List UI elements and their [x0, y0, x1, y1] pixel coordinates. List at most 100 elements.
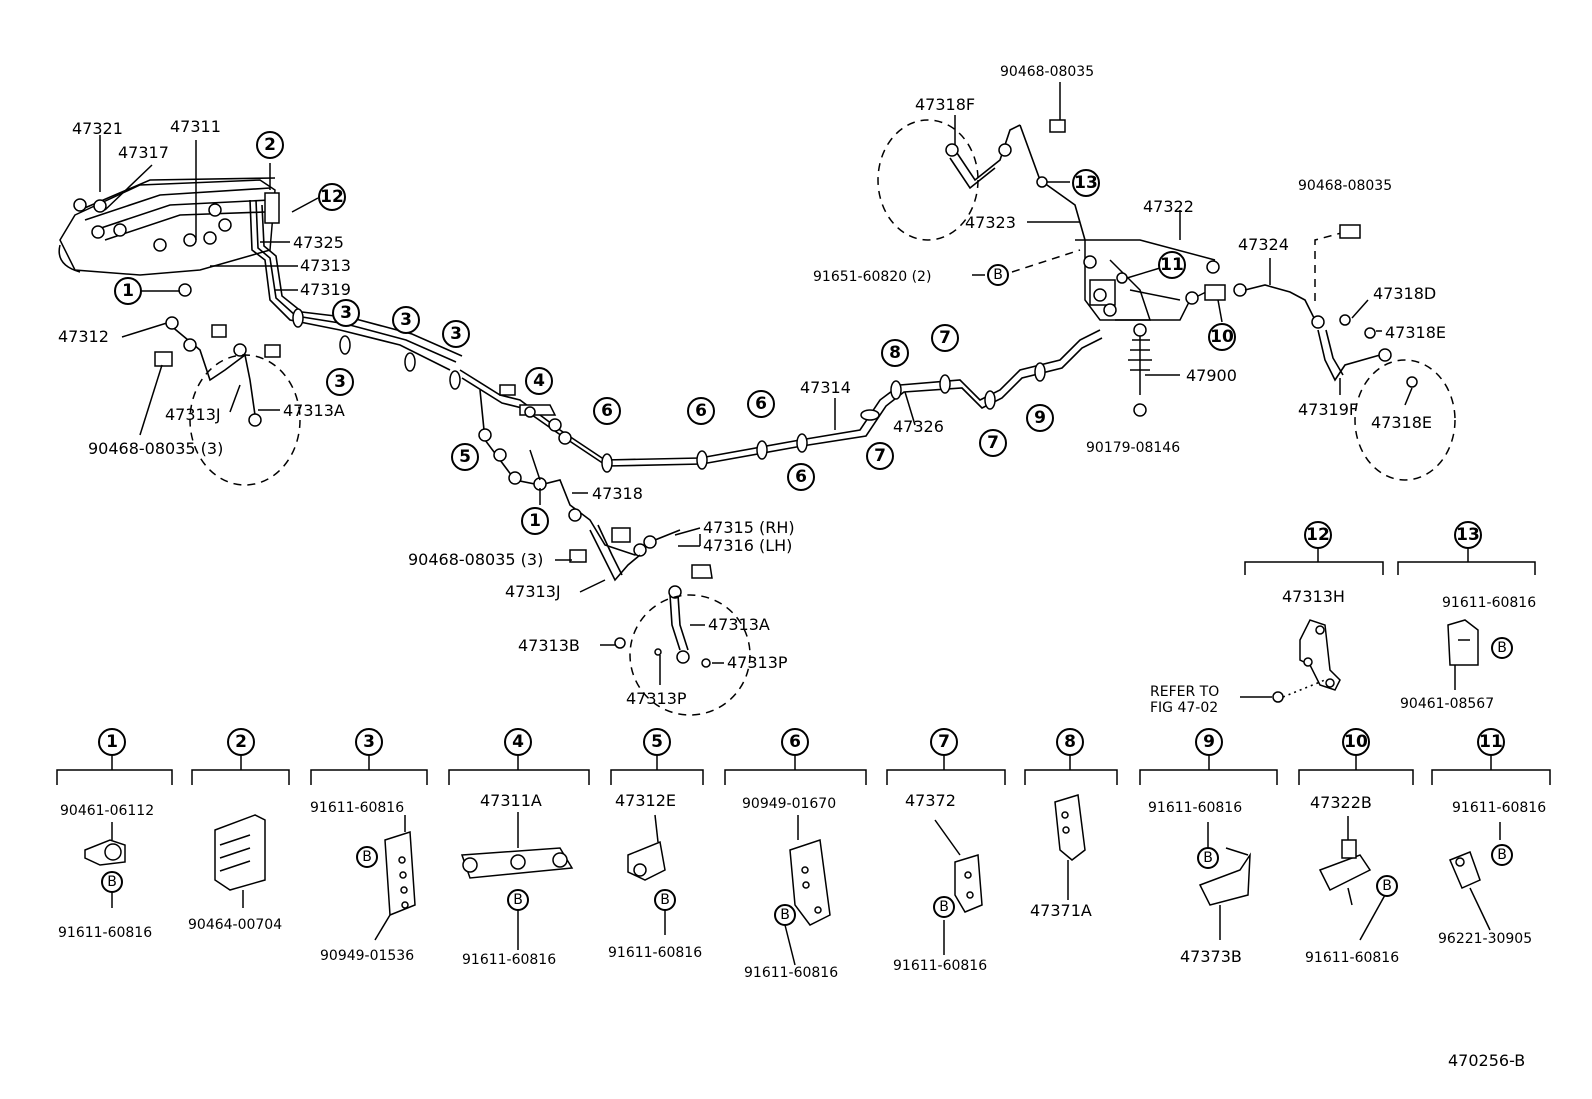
label-47312: 47312 — [58, 327, 109, 346]
svg-text:90461-06112: 90461-06112 — [60, 803, 154, 819]
svg-text:47371A: 47371A — [1030, 901, 1092, 920]
callout-13: 13 — [1072, 169, 1100, 197]
callout-7: 7 — [979, 429, 1007, 457]
svg-text:47311A: 47311A — [480, 791, 542, 810]
master-cylinder-assembly — [58, 177, 463, 371]
callout-10: 10 — [1208, 323, 1236, 351]
panel-7: 7 47372 91611-60816 — [893, 728, 987, 974]
pipe-clips — [292, 308, 1046, 473]
svg-text:B: B — [1497, 640, 1507, 656]
label-90179-08146: 90179-08146 — [1086, 440, 1180, 456]
svg-text:90464-00704: 90464-00704 — [188, 917, 282, 933]
svg-text:6: 6 — [755, 394, 767, 414]
svg-text:90949-01536: 90949-01536 — [320, 948, 414, 964]
svg-text:B: B — [1203, 850, 1213, 866]
callout-3: 3 — [392, 306, 420, 334]
label-90468-08035-3: 90468-08035 (3) — [88, 439, 223, 458]
label-47323: 47323 — [965, 213, 1016, 232]
svg-text:9: 9 — [1034, 408, 1046, 428]
b-marker: B — [933, 896, 955, 918]
svg-text:3: 3 — [450, 324, 462, 344]
label-47313j: 47313J — [165, 405, 221, 424]
label-90468-08035-3b: 90468-08035 (3) — [408, 550, 543, 569]
callout-13: 13 — [1454, 521, 1482, 549]
svg-text:91611-60816: 91611-60816 — [58, 925, 152, 941]
label-fig-47-02: FIG 47-02 — [1150, 700, 1218, 716]
b-marker: B — [356, 846, 378, 868]
svg-text:B: B — [362, 849, 372, 865]
label-47313b: 47313B — [518, 636, 580, 655]
label-47313h: 47313H — [1282, 587, 1345, 606]
svg-text:7: 7 — [938, 732, 950, 752]
label-47313a-b: 47313A — [708, 615, 770, 634]
svg-text:91611-60816: 91611-60816 — [744, 965, 838, 981]
svg-text:13: 13 — [1456, 525, 1480, 545]
b-marker: B — [1197, 847, 1219, 869]
b-marker: B — [1376, 875, 1398, 897]
label-47313p-b: 47313P — [626, 689, 687, 708]
part-labels: 47321 47311 47317 47325 47313 47319 4731… — [58, 64, 1536, 716]
svg-text:13: 13 — [1074, 173, 1098, 193]
svg-text:91611-60816: 91611-60816 — [310, 800, 404, 816]
svg-text:91611-60816: 91611-60816 — [1305, 950, 1399, 966]
b-marker: B — [654, 889, 676, 911]
label-47313: 47313 — [300, 256, 351, 275]
panel-11: 11 91611-60816 96221-30905 — [1438, 728, 1546, 947]
svg-text:B: B — [107, 874, 117, 890]
panel-4: 4 47311A 91611-60816 — [462, 728, 556, 968]
label-47314: 47314 — [800, 378, 851, 397]
svg-text:6: 6 — [601, 401, 613, 421]
label-refer-to: REFER TO — [1150, 684, 1219, 700]
label-47319: 47319 — [300, 280, 351, 299]
panel-3: 3 91611-60816 90949-01536 — [310, 728, 414, 964]
svg-text:91611-60816: 91611-60816 — [608, 945, 702, 961]
svg-text:2: 2 — [235, 732, 247, 752]
svg-text:B: B — [993, 267, 1003, 283]
svg-text:6: 6 — [695, 401, 707, 421]
b-marker: B — [987, 264, 1009, 286]
svg-text:5: 5 — [651, 732, 663, 752]
svg-text:90949-01670: 90949-01670 — [742, 796, 836, 812]
svg-text:6: 6 — [795, 467, 807, 487]
svg-text:12: 12 — [320, 187, 344, 207]
svg-text:B: B — [513, 892, 523, 908]
svg-text:1: 1 — [106, 732, 118, 752]
svg-text:91611-60816: 91611-60816 — [893, 958, 987, 974]
callout-6: 6 — [747, 390, 775, 418]
label-47313a: 47313A — [283, 401, 345, 420]
svg-text:91611-60816: 91611-60816 — [462, 952, 556, 968]
label-47318: 47318 — [592, 484, 643, 503]
callout-3: 3 — [332, 299, 360, 327]
label-91651-60820: 91651-60820 (2) — [813, 269, 931, 285]
b-marker: B — [1491, 844, 1513, 866]
svg-text:91611-60816: 91611-60816 — [1148, 800, 1242, 816]
label-47321: 47321 — [72, 119, 123, 138]
panel-9: 9 91611-60816 47373B — [1148, 728, 1242, 966]
label-47318e-b: 47318E — [1371, 413, 1432, 432]
label-90468-08035-top: 90468-08035 — [1000, 64, 1094, 80]
callout-3: 3 — [326, 368, 354, 396]
svg-text:96221-30905: 96221-30905 — [1438, 931, 1532, 947]
label-47318d: 47318D — [1373, 284, 1436, 303]
label-47325: 47325 — [293, 233, 344, 252]
svg-text:B: B — [1382, 878, 1392, 894]
b-marker: B — [507, 889, 529, 911]
label-47313j-b: 47313J — [505, 582, 561, 601]
svg-text:2: 2 — [264, 135, 276, 155]
svg-text:B: B — [1497, 847, 1507, 863]
svg-text:11: 11 — [1479, 732, 1503, 752]
b-markers: B B B B B B B B B B B — [101, 264, 1513, 926]
svg-text:47322B: 47322B — [1310, 793, 1372, 812]
b-marker: B — [101, 871, 123, 893]
callout-4: 4 — [525, 367, 553, 395]
svg-text:7: 7 — [939, 328, 951, 348]
svg-text:7: 7 — [874, 446, 886, 466]
label-47326: 47326 — [893, 417, 944, 436]
label-47317: 47317 — [118, 143, 169, 162]
callout-7: 7 — [866, 442, 894, 470]
svg-text:47373B: 47373B — [1180, 947, 1242, 966]
svg-text:3: 3 — [400, 310, 412, 330]
svg-text:6: 6 — [789, 732, 801, 752]
